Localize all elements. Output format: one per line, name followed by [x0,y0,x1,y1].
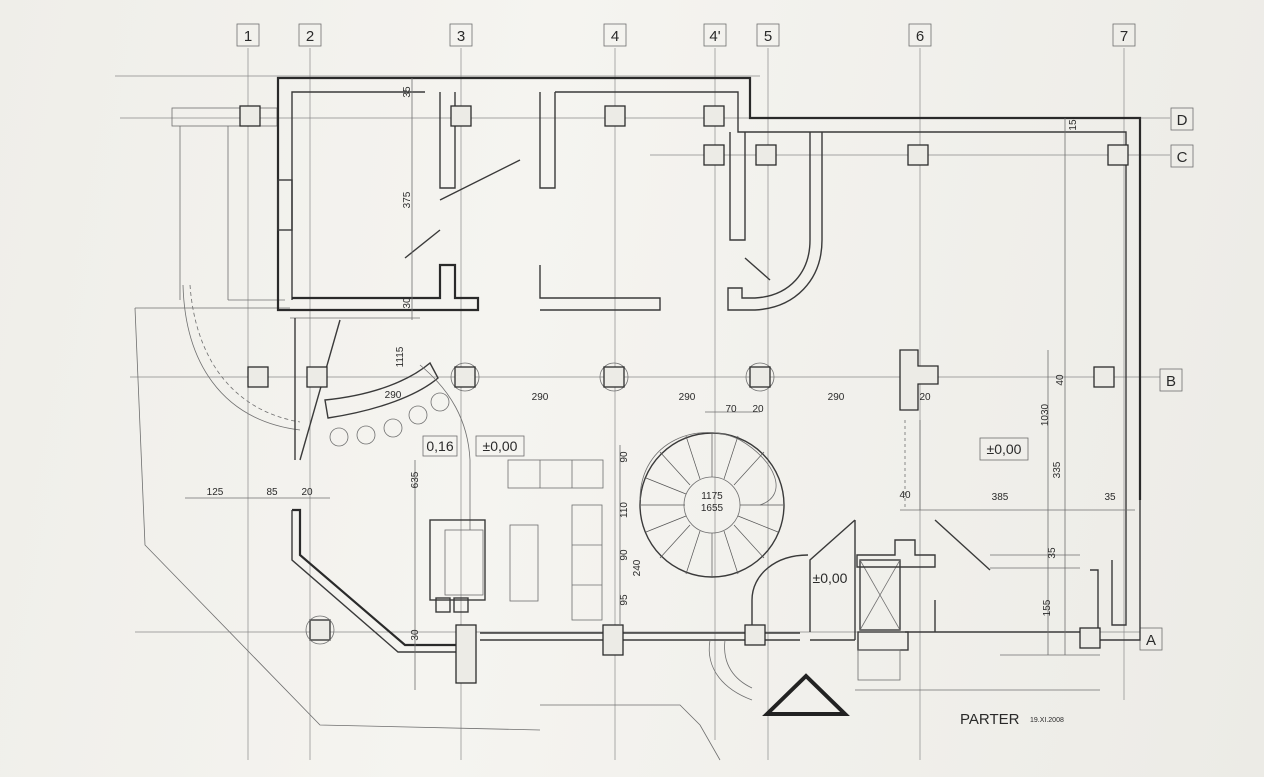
dim-125: 125 [207,487,224,498]
dim-40-b: 40 [899,490,911,501]
axis-label-1: 1 [244,28,252,45]
dim-15: 15 [1068,119,1079,131]
stair-level-1: 1175 [701,491,723,502]
axis-tag-D [1170,107,1194,131]
dim-1115: 1115 [395,346,406,367]
level-entry: ±0,00 [813,570,848,586]
dim-35-c: 35 [1047,547,1058,559]
curved-stair-left [324,361,471,530]
level-hall: ±0,00 [483,438,518,454]
axis-tag-5 [756,23,780,47]
axis-label-A: A [1146,632,1156,649]
dim-30: 30 [402,297,413,309]
axis-label-4: 4 [611,28,619,45]
axis-tag-1 [236,23,260,47]
axis-label-3: 3 [457,28,465,45]
entrance-triangle-icon [762,673,850,716]
level-tags: 0,16 ±0,00 ±0,00 ±0,00 [422,435,1029,586]
dimension-lines [185,78,1135,690]
axis-label-4prime: 4' [709,28,720,45]
dim-290-b: 290 [532,392,549,403]
dim-35: 35 [402,86,413,98]
dim-90-a: 90 [619,451,630,463]
dim-95: 95 [619,594,630,606]
dim-385: 385 [992,492,1009,503]
dim-35-b: 35 [1104,492,1116,503]
axis-labels-top: 1 2 3 4 4' 5 6 7 [236,23,1136,47]
axis-tag-C [1170,144,1194,168]
dim-335: 335 [1052,461,1063,478]
plan-date: 19.XI.2008 [1030,717,1064,724]
axis-label-C: C [1177,149,1188,166]
dim-20-c: 20 [301,487,313,498]
axis-label-2: 2 [306,28,314,45]
axis-labels-right: D C B A [1139,107,1194,651]
title-block: PARTER 19.XI.2008 [960,711,1064,728]
dim-110: 110 [619,502,630,518]
shaft-core [856,539,936,681]
axis-label-5: 5 [764,28,772,45]
dim-635: 635 [410,471,421,488]
dim-1030: 1030 [1040,403,1051,426]
axis-tag-4 [603,23,627,47]
columns [239,105,1129,684]
axis-label-7: 7 [1120,28,1128,45]
dim-20-a: 20 [752,404,764,415]
axis-tag-2 [298,23,322,47]
axis-tag-4prime [703,23,727,47]
dim-20-b: 20 [919,392,931,403]
axis-label-B: B [1166,373,1176,390]
dim-290-d: 290 [828,392,845,403]
dimension-texts: 35 375 30 1115 290 290 290 290 70 20 20 … [207,86,1116,641]
axis-tag-7 [1112,23,1136,47]
level-016: 0,16 [426,438,453,454]
dim-40-a: 40 [1055,374,1066,386]
dim-290-a: 290 [385,390,402,401]
dim-70: 70 [725,404,737,415]
plan-title: PARTER [960,711,1020,728]
dim-85: 85 [266,487,278,498]
axis-tag-6 [908,23,932,47]
site-outline [134,107,1100,761]
dim-290-c: 290 [679,392,696,403]
axis-tag-3 [449,23,473,47]
dim-155: 155 [1042,599,1053,616]
level-tag-hall-box [475,435,525,457]
dim-240: 240 [632,559,643,576]
level-tag-right-box [979,437,1029,461]
axis-label-D: D [1177,112,1188,129]
level-right: ±0,00 [987,441,1022,457]
furniture [429,420,921,701]
dim-30-b: 30 [410,629,421,641]
spiral-stair: 1175 1655 [639,432,785,578]
level-tag-016-box [422,435,458,457]
dim-90-b: 90 [619,549,630,561]
walls [276,76,1142,653]
dim-375: 375 [402,191,413,208]
axis-label-6: 6 [916,28,924,45]
stair-level-2: 1655 [701,503,724,514]
axis-tag-B [1159,368,1183,392]
horizontal-grid-lines [115,75,1170,633]
